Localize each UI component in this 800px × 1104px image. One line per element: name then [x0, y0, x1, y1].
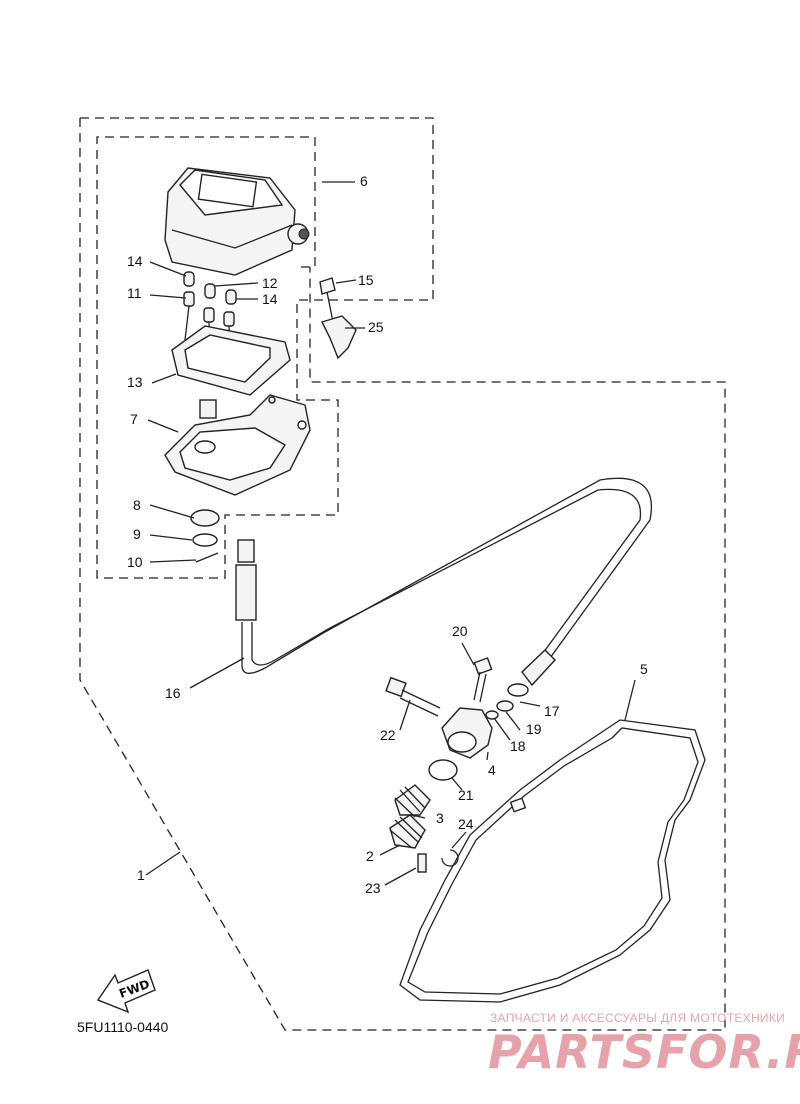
o-ring-large — [428, 759, 458, 781]
crankcase-gasket — [399, 719, 706, 1003]
callout-16: 16 — [165, 685, 181, 701]
callout-18: 18 — [510, 738, 526, 754]
callout-labels: 6 14 11 12 14 15 25 13 7 8 9 10 16 20 5 … — [127, 173, 648, 896]
leader-lines — [145, 181, 636, 886]
washer-small — [485, 710, 499, 720]
mount-bracket — [321, 315, 357, 360]
dowel-pin — [417, 853, 427, 873]
grommet — [190, 509, 220, 527]
callout-14a: 14 — [127, 253, 143, 269]
diagram-code: 5FU1110-0440 — [77, 1019, 169, 1035]
callout-19: 19 — [526, 721, 542, 737]
callout-4: 4 — [488, 762, 496, 778]
o-ring — [507, 683, 529, 697]
speedometer-cable — [235, 477, 652, 687]
assembly-boundary — [80, 117, 434, 579]
callout-24: 24 — [458, 816, 474, 832]
callout-3: 3 — [436, 810, 444, 826]
circlip — [441, 849, 459, 867]
callout-6: 6 — [360, 173, 368, 189]
callout-25: 25 — [368, 319, 384, 335]
callout-23: 23 — [365, 880, 381, 896]
callout-10: 10 — [127, 554, 143, 570]
sensor-block — [199, 399, 217, 419]
callout-9: 9 — [133, 526, 141, 542]
drive-gear — [394, 784, 431, 818]
callout-8: 8 — [133, 497, 141, 513]
callout-15: 15 — [358, 272, 374, 288]
outer-boundary — [79, 118, 726, 1031]
gear-housing — [385, 657, 493, 759]
callout-2: 2 — [366, 848, 374, 864]
callout-14b: 14 — [262, 291, 278, 307]
driven-gear — [389, 814, 426, 849]
seal — [496, 700, 514, 712]
callout-12: 12 — [262, 275, 278, 291]
bulb-sockets — [183, 271, 237, 361]
washer — [192, 533, 218, 547]
callout-1: 1 — [137, 867, 145, 883]
watermark-brand: PARTSFOR.RU — [488, 1025, 800, 1079]
callout-5: 5 — [640, 661, 648, 677]
watermark-tagline: ЗАПЧАСТИ И АКСЕССУАРЫ ДЛЯ МОТОТЕХНИКИ — [490, 1011, 785, 1025]
callout-13: 13 — [127, 374, 143, 390]
watermark: ЗАПЧАСТИ И АКСЕССУАРЫ ДЛЯ МОТОТЕХНИКИ PA… — [488, 1011, 800, 1079]
callout-20: 21 — [458, 787, 474, 803]
fwd-arrow: FWD — [96, 969, 156, 1014]
mount-bolt — [319, 277, 336, 323]
callout-22: 22 — [380, 727, 396, 743]
callout-11: 11 — [127, 285, 142, 301]
callout-21: 20 — [452, 623, 468, 639]
meter-bracket — [164, 394, 311, 496]
callout-7: 7 — [130, 411, 138, 427]
meter-cover — [171, 325, 291, 396]
callout-17: 17 — [544, 703, 560, 719]
clip — [195, 552, 219, 563]
speedometer-unit — [164, 167, 310, 276]
